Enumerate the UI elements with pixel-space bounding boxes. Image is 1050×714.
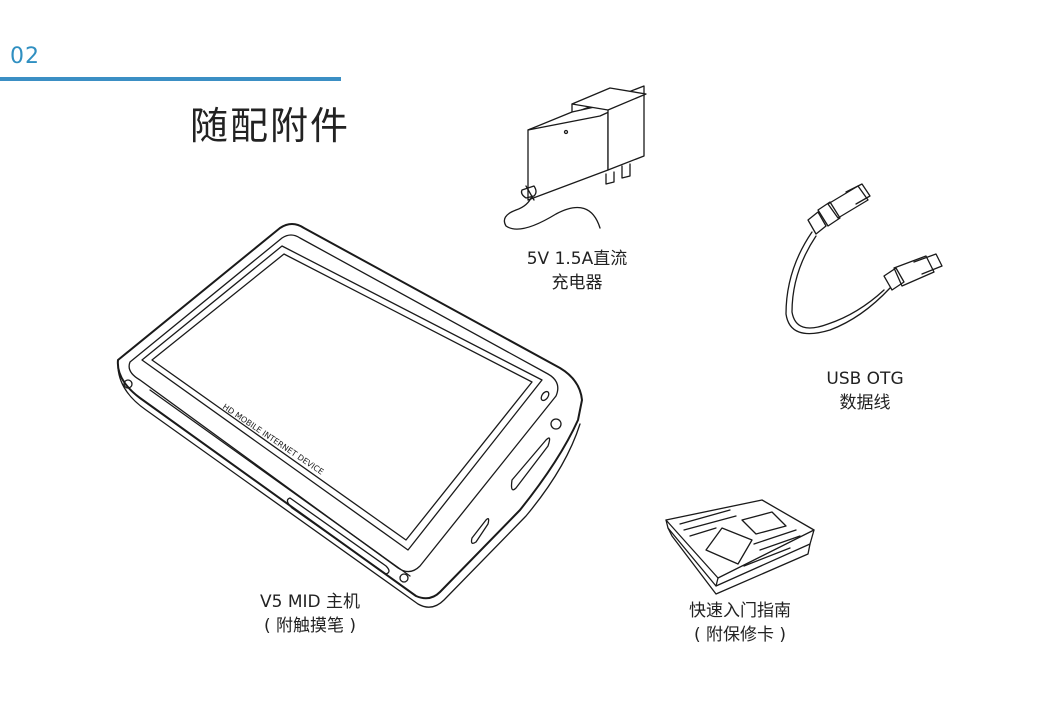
usb-caption-line2: 数据线: [839, 393, 891, 413]
guide-caption-line2: ( 附保修卡 ): [693, 625, 787, 645]
guide-booklet-illustration: [665, 499, 815, 595]
device-caption-line1: V5 MID 主机: [259, 592, 361, 612]
charger-caption-line1: 5V 1.5A直流: [526, 249, 628, 269]
device-caption-line2: ( 附触摸笔 ): [263, 616, 357, 636]
header-rule: [0, 77, 341, 81]
charger-caption-line2: 充电器: [551, 273, 603, 293]
device-screen-text: HD MOBILE INTERNET DEVICE: [221, 402, 325, 476]
device-caption: V5 MID 主机 ( 附触摸笔 ): [240, 590, 380, 638]
guide-caption-line1: 快速入门指南: [689, 601, 791, 621]
charger-caption: 5V 1.5A直流 充电器: [512, 247, 642, 295]
page-number: 02: [10, 44, 40, 69]
page-title: 随配附件: [190, 104, 351, 148]
charger-illustration: [503, 85, 647, 230]
guide-caption: 快速入门指南 ( 附保修卡 ): [665, 599, 815, 647]
usb-caption: USB OTG 数据线: [795, 367, 935, 415]
usb-caption-line1: USB OTG: [826, 369, 904, 389]
usb-cable-illustration: [785, 183, 943, 335]
